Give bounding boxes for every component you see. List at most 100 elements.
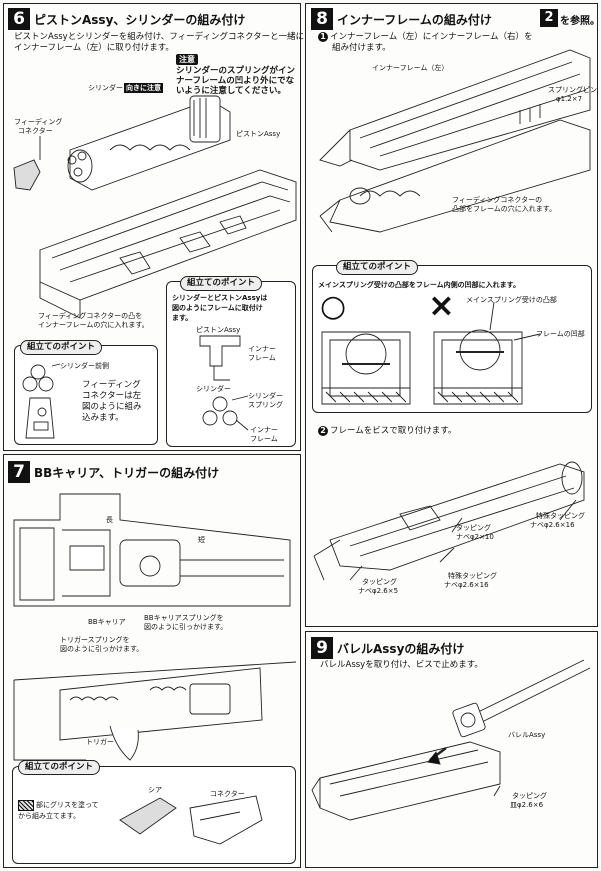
point1-drawing	[22, 363, 61, 439]
point1-text2: コネクターは左	[82, 391, 142, 401]
step6-point2-box	[166, 281, 296, 447]
label-springpin-2: φ1.2×7	[556, 95, 583, 103]
feeding-connector-part	[13, 136, 41, 191]
step8-frame-left	[319, 119, 591, 233]
screw3-b: ナベφ2.6×16	[444, 581, 489, 589]
screw4-a: タッピング	[362, 578, 397, 586]
point2-l-inner-1: インナー	[248, 345, 276, 353]
step8-ok-diagram	[321, 331, 411, 405]
caution-line3: いように注意してください。	[176, 86, 286, 96]
screw4-b: ナベφ2.6×5	[358, 587, 399, 595]
caution-line1: シリンダーのスプリングがイン	[176, 66, 296, 76]
screw2-b: ナベφ2×10	[456, 533, 494, 541]
label-bbcarrier: BBキャリア	[88, 618, 126, 626]
label-feedboss-1: フィーディングコネクターの	[452, 196, 543, 204]
label-trigspring-2: 図のように引っかけます。	[60, 645, 144, 653]
label-trigspring-1: トリガースプリングを	[60, 636, 130, 644]
step8-ng-diagram	[433, 301, 541, 405]
screw3-a: 特殊タッピング	[448, 572, 497, 580]
step7-number: 7	[8, 461, 30, 483]
step6-title: ピストンAssy、シリンダーの組み付け	[34, 13, 246, 27]
point2-l-cylspring-1: シリンダー	[248, 392, 283, 400]
point7-sear: シア	[148, 786, 162, 794]
point1-text1: フィーディング	[82, 380, 141, 390]
label-cylinder: シリンダー	[88, 84, 123, 92]
label-bbspring-1: BBキャリアスプリングを	[144, 614, 224, 622]
step8-ref-text: を参照。	[560, 16, 600, 27]
label-feeding-1: フィーディング	[14, 118, 63, 126]
point2-text3: ます。	[172, 314, 193, 322]
point1-text4: 込みます。	[82, 413, 124, 423]
step9-frame	[311, 741, 501, 821]
ng-mark: ×	[428, 286, 455, 324]
step7-point-title: 組立てのポイント	[18, 760, 101, 775]
sub2-number: 2	[318, 426, 328, 436]
point1-spring: シリンダー前側	[60, 362, 109, 370]
point8-mainspring: メインスプリング受けの凸部	[466, 296, 557, 304]
step9-title: バレルAssyの組み付け	[337, 642, 465, 656]
label-bbspring-2: 図のように引っかけます。	[144, 623, 228, 631]
label-innerleft: インナーフレーム（左）	[372, 64, 449, 72]
step8-number: 8	[311, 8, 333, 30]
screw2-a: タッピング	[456, 524, 491, 532]
step8-spring-pins	[519, 104, 541, 124]
step7-trigger-assembly	[13, 661, 297, 761]
ok-mark: ○	[320, 289, 347, 324]
point2-drawing	[199, 335, 249, 431]
label-boss-2: インナーフレームの穴に入れます。	[38, 321, 149, 329]
point2-l-inner-2: フレーム	[248, 354, 276, 362]
label-short: 短	[198, 536, 205, 544]
label-boss-1: フィーディングコネクターの凸を	[38, 312, 143, 320]
step7-gearbox-upper	[13, 493, 291, 607]
point7-text2: から組み立てます。	[18, 812, 80, 820]
step9-desc: バレルAssyを取り付け、ビスで止めます。	[320, 660, 483, 670]
step6-desc-line2: インナーフレーム（左）に取り付けます。	[14, 43, 174, 53]
step6-inner-frame	[39, 169, 297, 319]
step7-title: BBキャリア、トリガーの組み付け	[34, 466, 220, 480]
point2-l-cyl: シリンダー	[196, 385, 231, 393]
label-feedboss-2: 凸部をフレームの穴に入れます。	[452, 205, 557, 213]
point2-l-inner2-1: インナー	[250, 426, 278, 434]
step8-ref-number: 2	[540, 9, 558, 27]
step6-point1-box	[14, 345, 158, 445]
screw1-a: 特殊タッピング	[536, 512, 585, 520]
point2-text1: シリンダーとピストンAssyは	[172, 294, 268, 302]
point2-l-inner2-2: フレーム	[250, 435, 278, 443]
sub1-number: 1	[318, 32, 328, 42]
step6-cylinder	[67, 95, 231, 191]
sub1-text2: 組み付けます。	[332, 43, 391, 53]
step9-number: 9	[311, 637, 333, 659]
grease-swatch	[18, 800, 34, 811]
point7-text1: 部にグリスを塗って	[36, 801, 99, 809]
label-springpin-1: スプリングピン	[548, 86, 597, 94]
label-long: 長	[106, 516, 113, 524]
label-piston: ピストンAssy	[236, 130, 281, 138]
label-barrel: バレルAssy	[508, 731, 546, 739]
point8-text: メインスプリング受けの凸部をフレーム内側の凹部に入れます。	[318, 281, 520, 289]
step6-point1-title: 組立てのポイント	[20, 340, 103, 355]
label-direction: 向きに注意	[124, 83, 163, 93]
point1-text3: 図のように組み	[82, 402, 142, 412]
caution-line2: ナーフレームの凹より外にでな	[176, 76, 295, 86]
step9-screw-a: タッピング	[512, 792, 547, 800]
sub2-text: フレームをビスで取り付けます。	[330, 426, 457, 436]
step8-point-title: 組立てのポイント	[336, 260, 419, 275]
step9-panel	[305, 631, 598, 868]
step8-frame-right	[319, 49, 591, 171]
point2-l-piston: ピストンAssy	[196, 326, 241, 334]
screw1-b: ナベφ2.6×16	[530, 521, 575, 529]
label-feeding-2: コネクター	[18, 127, 53, 135]
sub1-text1: インナーフレーム（左）にインナーフレーム（右）を	[330, 32, 533, 42]
step7-sear-connector	[119, 795, 263, 845]
point8-recess: フレームの凹部	[536, 330, 585, 338]
step8-title: インナーフレームの組み付け	[337, 13, 492, 27]
step6-point2-title: 組立てのポイント	[180, 276, 263, 291]
step8-assembled-frame	[313, 461, 585, 581]
point7-connector: コネクター	[210, 790, 245, 798]
step9-barrel	[452, 659, 591, 738]
caution-tag: 注意	[176, 54, 198, 65]
step6-desc-line1: ピストンAssyとシリンダーを組み付け、フィーディングコネクターと一緒に	[14, 32, 305, 42]
